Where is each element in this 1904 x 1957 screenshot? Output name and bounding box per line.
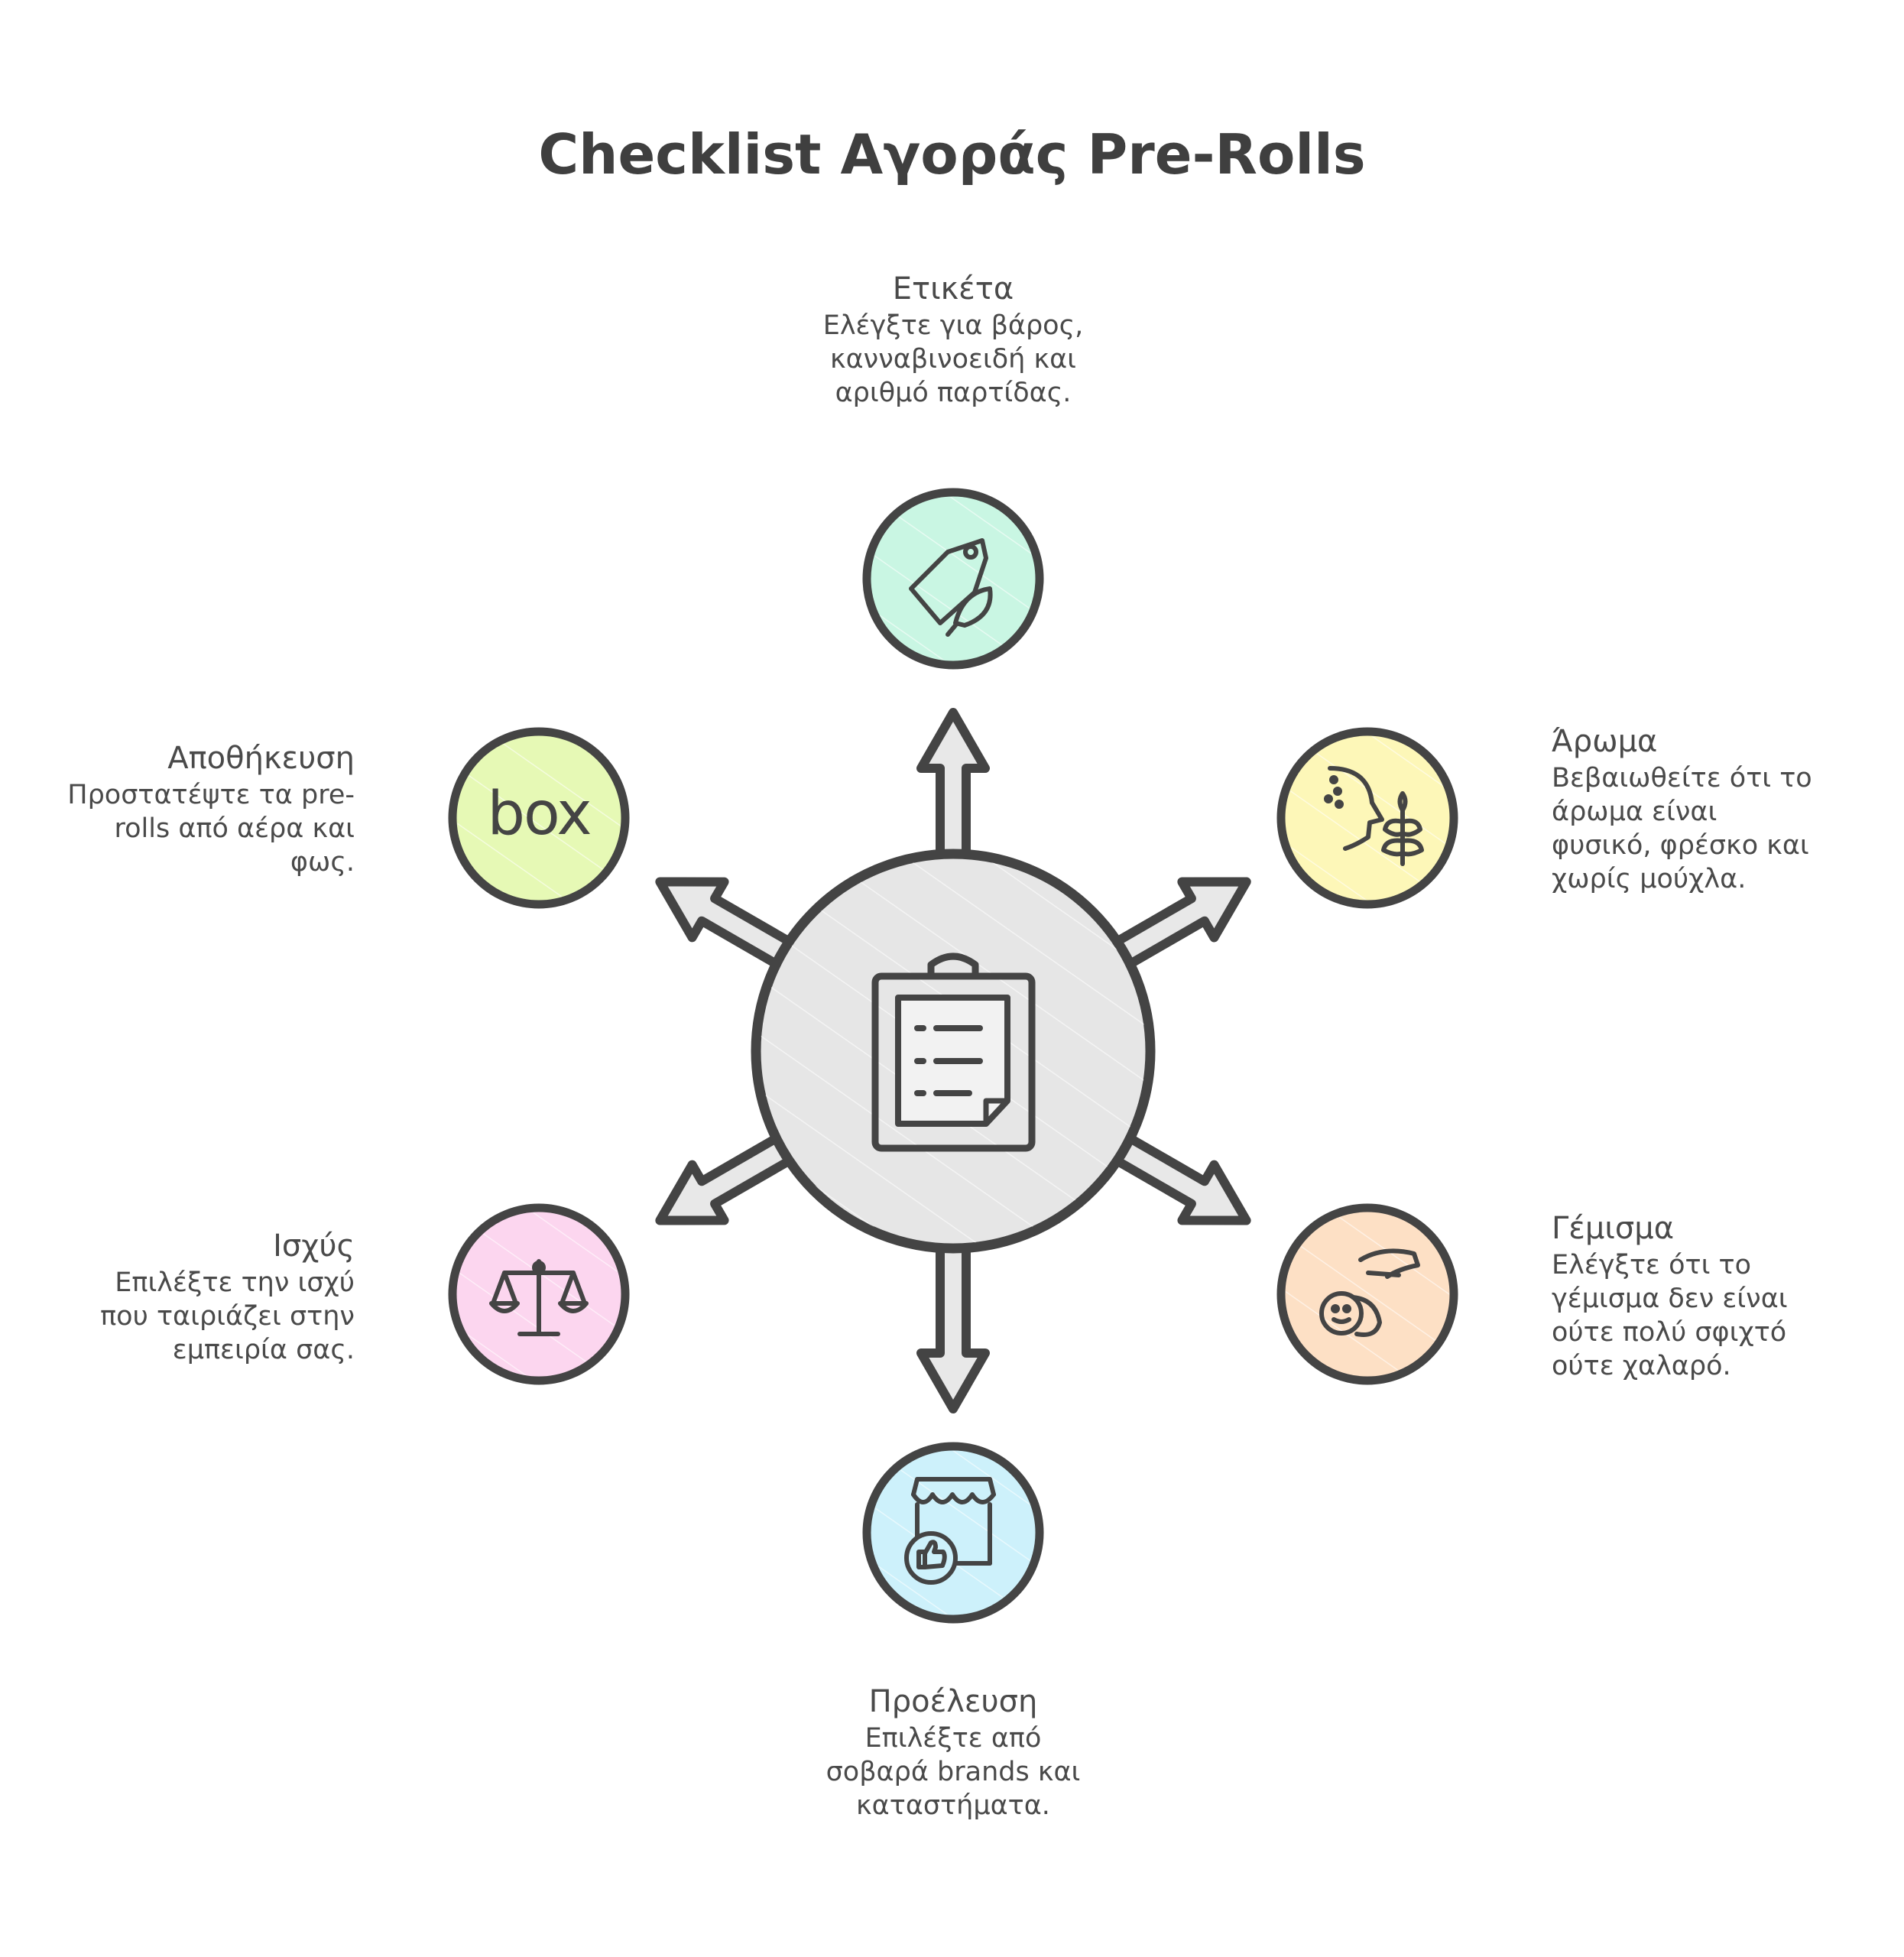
shop-thumbs-up-icon [904, 1477, 996, 1585]
storage-description: Προστατέψτε τα pre- rolls από αέρα και φ… [67, 780, 355, 878]
aroma-description: Βεβαιωθείτε ότι το άρωμα είναι φυσικό, φ… [1552, 763, 1812, 894]
potency-description: Επιλέξτε την ισχύ που ταιριάζει στην εμπ… [100, 1267, 355, 1365]
origin-heading: Προέλευση [868, 1684, 1038, 1719]
filling-description: Ελέγξτε ότι το γέμισμα δεν είναι ούτε πο… [1552, 1250, 1788, 1381]
filling-heading: Γέμισμα [1552, 1211, 1675, 1246]
storage-heading: Αποθήκευση [167, 741, 355, 776]
potency-heading: Ισχύς [273, 1228, 355, 1264]
label-description: Ελέγξτε για βάρος, κανναβινοειδή και αρι… [822, 310, 1084, 408]
aroma-heading: Άρωμα [1552, 724, 1658, 759]
node-aroma [1276, 727, 1458, 909]
clipboard-checklist-icon [871, 953, 1036, 1152]
potency-item: Ισχύς Επιλέξτε την ισχύ που ταιριάζει στ… [46, 1226, 355, 1367]
node-storage [448, 727, 630, 909]
smell-face-icon [1324, 766, 1424, 866]
price-tag-leaf-icon [909, 538, 993, 637]
box-logo-icon: box [487, 780, 592, 849]
label-heading: Ετικέτα [892, 271, 1014, 307]
origin-item: Προέλευση Επιλέξτε από σοβαρά brands και… [800, 1682, 1106, 1822]
arrow-up [916, 708, 990, 872]
node-label [862, 488, 1044, 670]
balance-scale-icon [489, 1259, 589, 1336]
storage-item: Αποθήκευση Προστατέψτε τα pre- rolls από… [31, 738, 355, 879]
origin-description: Επιλέξτε από σοβαρά brands και καταστήμα… [825, 1723, 1081, 1821]
aroma-item: Άρωμα Βεβαιωθείτε ότι το άρωμα είναι φυσ… [1552, 722, 1873, 896]
node-potency [448, 1203, 630, 1385]
center-hub [751, 849, 1156, 1254]
hand-roll-icon [1319, 1248, 1420, 1337]
node-origin [862, 1442, 1044, 1624]
label-item: Ετικέτα Ελέγξτε για βάρος, κανναβινοειδή… [800, 269, 1106, 410]
filling-item: Γέμισμα Ελέγξτε ότι το γέμισμα δεν είναι… [1552, 1209, 1873, 1383]
page-title: Checklist Αγοράς Pre-Rolls [538, 122, 1366, 187]
node-filling [1276, 1203, 1458, 1385]
